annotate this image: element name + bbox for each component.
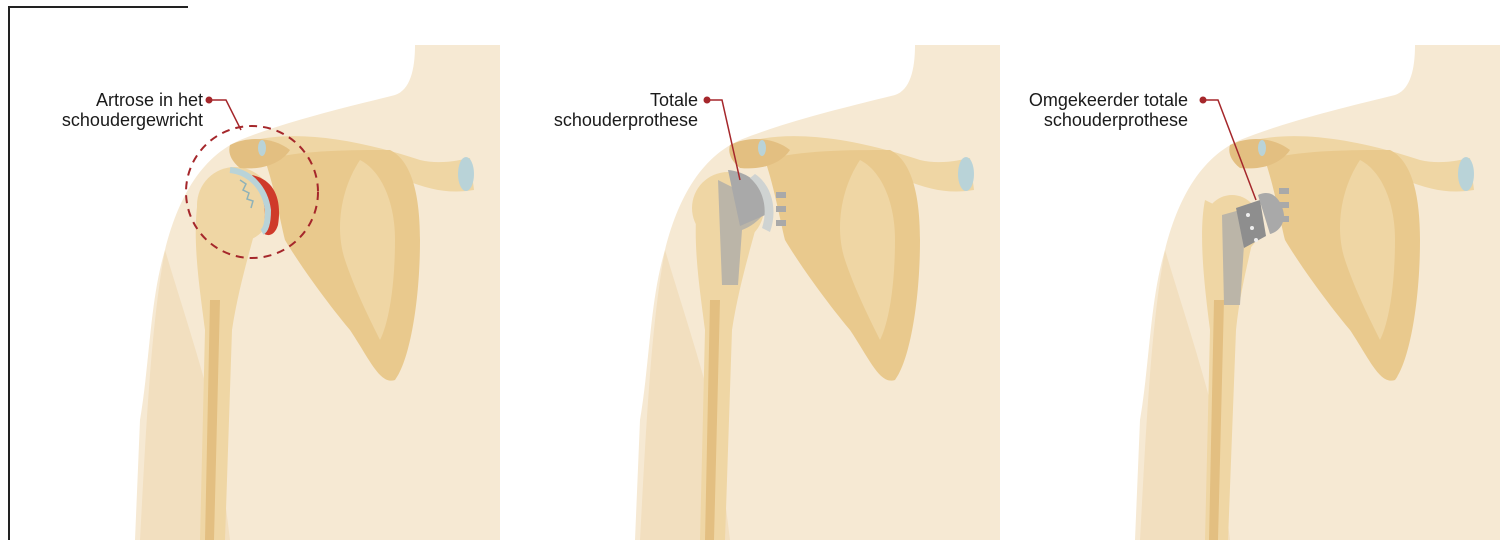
torso-skin <box>1135 45 1500 540</box>
panel-reverse-prosthesis: Omgekeerder totale schouderprothese <box>1000 0 1500 540</box>
label-total-prosthesis: Totale schouderprothese <box>554 90 698 130</box>
shoulder-illustration-arthritis <box>0 0 500 540</box>
shoulder-illustration-total <box>500 0 1000 540</box>
panel-total-prosthesis: Totale schouderprothese <box>500 0 1000 540</box>
label-arthritis: Artrose in het schoudergewricht <box>62 90 203 130</box>
shoulder-illustration-reverse <box>1000 0 1506 540</box>
leader-line <box>206 97 242 131</box>
glenoid-implant <box>776 192 786 226</box>
label-reverse-prosthesis: Omgekeerder totale schouderprothese <box>1029 90 1188 130</box>
panel-arthritis: Artrose in het schoudergewricht <box>0 0 500 540</box>
